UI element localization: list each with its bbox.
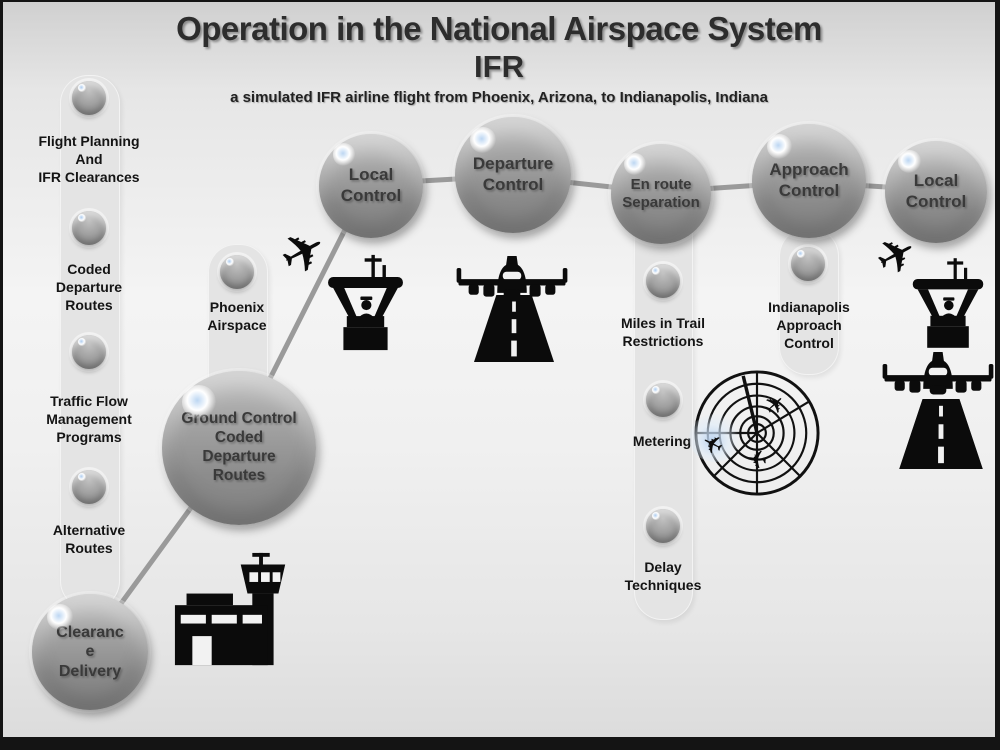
label-metering: Metering — [632, 433, 692, 449]
flow-connectors — [84, 173, 936, 653]
step-ball-phoenix-airspace — [220, 255, 254, 289]
node-label: Ground Control Coded Departure Routes — [181, 410, 297, 484]
runway-icon — [889, 399, 993, 469]
airplane-front-icon — [881, 352, 995, 400]
radar-highlight-glow — [689, 414, 741, 462]
control-tower-icon — [323, 254, 408, 351]
label-flight-planning: Flight Planning And IFR Clearances — [38, 133, 140, 185]
page-title: Operation in the National Airspace Syste… — [176, 10, 822, 47]
node-departure-control: Departure Control — [455, 117, 571, 233]
step-ball-alternative-routes — [72, 470, 106, 504]
label-miles-in-trail: Miles in Trail Restrictions — [620, 315, 706, 349]
node-clearance-delivery: Clearanc e Delivery — [32, 594, 148, 710]
page-subtitle: a simulated IFR airline flight from Phoe… — [230, 89, 768, 106]
step-ball-delay-techniques — [646, 509, 680, 543]
node-label: En route Separation — [622, 175, 700, 211]
step-ball-flight-planning — [72, 81, 106, 115]
step-ball-indianapolis-approach — [791, 247, 825, 281]
label-alternative-routes: Alternative Routes — [52, 522, 126, 556]
node-label: Local Control — [905, 171, 967, 211]
label-delay-techniques: Delay Techniques — [624, 559, 702, 593]
node-local-control-phoenix: Local Control — [319, 134, 423, 238]
node-label: Clearanc e Delivery — [56, 623, 124, 680]
node-approach-control: Approach Control — [752, 124, 866, 238]
node-label: Approach Control — [769, 160, 849, 200]
control-tower-icon — [908, 258, 988, 348]
node-ground-control: Ground Control Coded Departure Routes — [162, 371, 316, 525]
label-indianapolis-approach: Indianapolis Approach Control — [768, 299, 850, 351]
slide-canvas: Operation in the National Airspace Syste… — [3, 2, 995, 737]
airplane-front-icon — [455, 256, 569, 304]
node-enroute-separation: En route Separation — [611, 144, 711, 244]
runway-icon — [467, 295, 561, 362]
label-traffic-flow: Traffic Flow Management Programs — [46, 393, 132, 445]
node-label: Local Control — [340, 165, 402, 205]
radar-airplane-icon: ✈ — [745, 442, 770, 474]
step-ball-metering — [646, 383, 680, 417]
node-label: Departure Control — [472, 154, 554, 194]
page-title-line2: IFR — [474, 49, 524, 84]
airport-terminal-icon — [169, 551, 295, 669]
label-coded-departure-routes: Coded Departure Routes — [55, 261, 123, 313]
node-local-control-indianapolis: Local Control — [885, 141, 987, 243]
step-ball-miles-in-trail — [646, 264, 680, 298]
label-phoenix-airspace: Phoenix Airspace — [207, 299, 267, 333]
step-ball-coded-departure — [72, 211, 106, 245]
step-ball-traffic-flow — [72, 335, 106, 369]
